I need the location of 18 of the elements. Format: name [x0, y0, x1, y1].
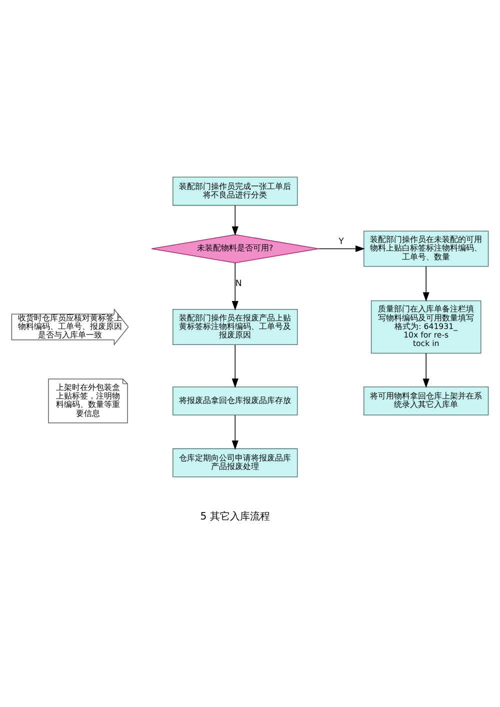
- arrow: [422, 266, 430, 302]
- node-box: 装配部门操作员完成一张工单后将不良品进行分类: [172, 176, 298, 206]
- label: 5 其它入库流程: [200, 510, 270, 522]
- node-diamond: 未装配物料是否可用?: [151, 234, 320, 263]
- arrow: [232, 204, 238, 236]
- arrow: [318, 244, 365, 252]
- edge-label: N: [235, 278, 242, 288]
- node-box: 装配部门操作员在报废产品上贴黄标签标注物料编码、工单号及报废原因: [172, 308, 298, 344]
- node-box: 将报废品拿回仓库报废品库存放: [172, 386, 298, 415]
- arrow: [232, 414, 238, 450]
- node-box: 装配部门操作员在未装配的可用物料上贴白标签标注物料编码、工单号、数量: [363, 230, 489, 266]
- arrow: [232, 262, 238, 310]
- edge-label: Y: [338, 236, 344, 246]
- node-box: 仓库定期向公司申请将报废品库产品报废处理: [172, 448, 298, 477]
- node-box: 质量部门在入库单备注栏填写物料编码及可用数量填写格式为: 641931_10x for re-stock in: [370, 300, 482, 354]
- node-box: 将可用物料拿回仓库上架并在系统录入其它入库单: [363, 386, 489, 415]
- arrow: [422, 352, 430, 388]
- arrow: [232, 344, 238, 388]
